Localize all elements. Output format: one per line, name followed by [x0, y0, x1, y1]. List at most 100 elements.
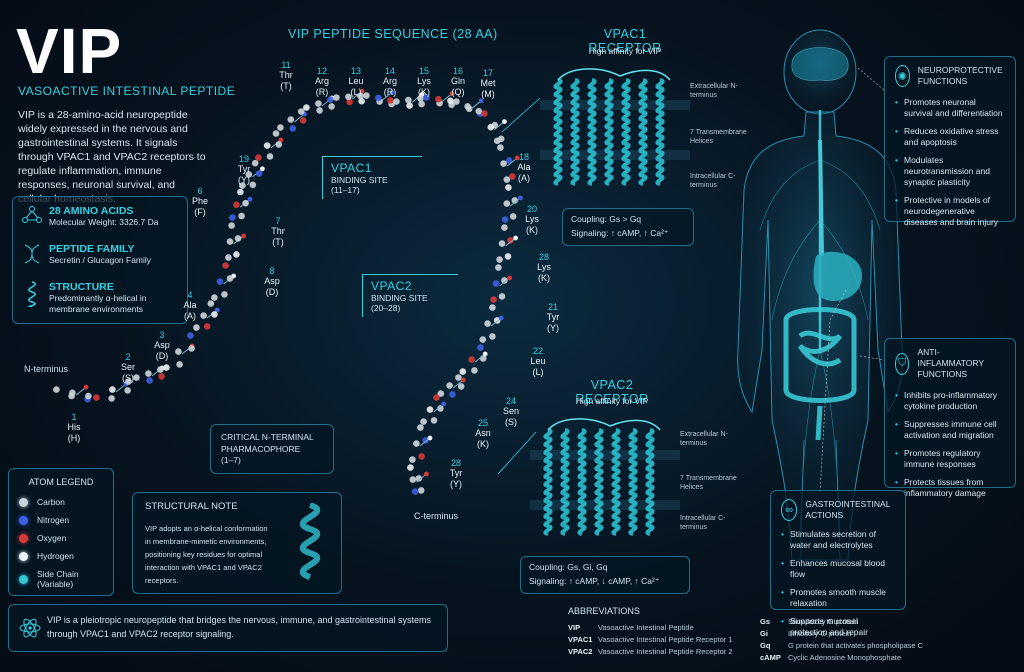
residue-name: Thr: [279, 70, 293, 80]
atom: [211, 294, 218, 301]
atom: [468, 356, 475, 363]
atom: [503, 176, 511, 183]
membrane-layer: [530, 450, 680, 460]
atom: [459, 368, 467, 375]
residue-name: Ser: [120, 362, 135, 372]
residue-name: Ala: [183, 300, 197, 310]
vpac1-affinity: High affinity for VIP: [588, 46, 662, 56]
atom: [358, 97, 365, 105]
vpac1-label-intracellular: Intracellular C-terminus: [690, 173, 736, 189]
side-atom: [518, 195, 523, 201]
atom: [418, 453, 425, 460]
side-atom: [241, 233, 247, 239]
binding-label: Binding Site: [371, 293, 428, 303]
fact-title: Peptide Family: [49, 243, 135, 255]
atom: [498, 293, 506, 300]
fact-structure: Structure Predominantly α-helical in mem…: [21, 281, 179, 315]
residue-number: 6: [197, 186, 203, 196]
membrane-layer: [540, 100, 690, 110]
atom: [211, 311, 218, 318]
note-title: Structural Note: [145, 501, 238, 512]
vpac1-coupling: Coupling: Gs > Gq: [571, 214, 642, 224]
transmembrane-helix: [543, 428, 553, 536]
atom: [455, 374, 462, 381]
transmembrane-helix: [628, 428, 638, 536]
function-item: Enhances mucosal blood flow: [781, 558, 895, 580]
shield-icon: ⛉: [895, 352, 910, 375]
atom: [435, 95, 442, 103]
atom: [108, 395, 115, 402]
atom: [299, 117, 307, 124]
abbreviation-key: VPAC2: [568, 647, 593, 656]
atom: [53, 386, 60, 393]
residue-name: Leu: [348, 76, 364, 86]
legend-item: Carbon: [19, 497, 103, 507]
residue-number: 25: [477, 418, 488, 428]
vpac2-affinity: High affinity for VIP: [575, 396, 649, 406]
atom-color-swatch: [19, 551, 28, 561]
atom: [501, 277, 508, 284]
brain-icon: ✺: [895, 65, 910, 87]
side-atom: [498, 315, 504, 321]
atom: [203, 323, 211, 330]
atom-icon: [19, 618, 41, 638]
atom: [417, 487, 425, 494]
residue-name: Lys: [525, 214, 539, 224]
residue-name: Gln: [450, 76, 465, 86]
atom: [226, 275, 234, 282]
intestine-icon: ∞: [781, 499, 798, 521]
atom: [426, 406, 434, 413]
residue-abbr: (R): [383, 87, 397, 97]
peptide-molecule: [53, 88, 523, 495]
alpha-helix-icon: [299, 503, 321, 580]
atom: [175, 348, 182, 355]
human-body-diagram: [737, 29, 903, 561]
atom: [495, 264, 502, 271]
atom: [492, 280, 500, 287]
residue-number: 18: [518, 152, 529, 162]
fact-sub: Predominantly α-helical in membrane envi…: [49, 293, 147, 314]
atom: [255, 154, 262, 161]
residue-abbr: (F): [194, 207, 206, 217]
footer-text: VIP is a pleiotropic neuropeptide that b…: [47, 615, 432, 639]
fact-sub: Secretin / Glucagon Family: [49, 255, 152, 265]
side-atom: [478, 98, 484, 104]
atom: [239, 182, 246, 189]
transmembrane-helix: [587, 78, 597, 186]
atom-legend: Atom Legend CarbonNitrogenOxygenHydrogen…: [8, 468, 114, 596]
atom: [415, 475, 423, 482]
residue-abbr: (R): [315, 87, 329, 97]
function-item: Promotes regulatory immune responses: [895, 448, 1005, 470]
atom: [417, 95, 424, 102]
structural-note: Structural Note VIP adopts an α-helical …: [132, 492, 342, 594]
atom: [222, 262, 229, 269]
membrane-layer: [540, 150, 690, 160]
atom: [500, 160, 507, 167]
residue-abbr: (H): [67, 433, 81, 443]
residue-name: Asp: [154, 340, 170, 350]
atom-color-swatch: [19, 497, 28, 507]
residue-number: 3: [159, 330, 165, 340]
intro-text: VIP is a 28-amino-acid neuropeptide wide…: [18, 109, 206, 205]
abbreviation-key: VPAC1: [568, 635, 593, 644]
legend-label: Side Chain (Variable): [37, 569, 79, 589]
vpac2-coupling: Coupling: Gs, Gi, Gq: [529, 562, 608, 572]
abbreviation-value: Cyclic Adenosine Monophosphate: [788, 653, 901, 662]
atom: [287, 116, 295, 123]
vpac2-label-transmembrane: 7 Transmembrane Helices: [680, 475, 737, 491]
function-item: Modulates neurotransmission and synaptic…: [895, 155, 1005, 188]
atom-color-swatch: [19, 515, 28, 525]
atom: [146, 377, 153, 384]
residue-number: 12: [316, 66, 327, 76]
atom: [238, 212, 245, 220]
residue-number: 13: [350, 66, 361, 76]
note-text: VIP adopts an α-helical conformation in …: [145, 524, 268, 585]
function-item: Supports mucosal protection and repair: [781, 616, 895, 638]
fact-peptide-family: Peptide Family Secretin / Glucagon Famil…: [21, 243, 151, 266]
